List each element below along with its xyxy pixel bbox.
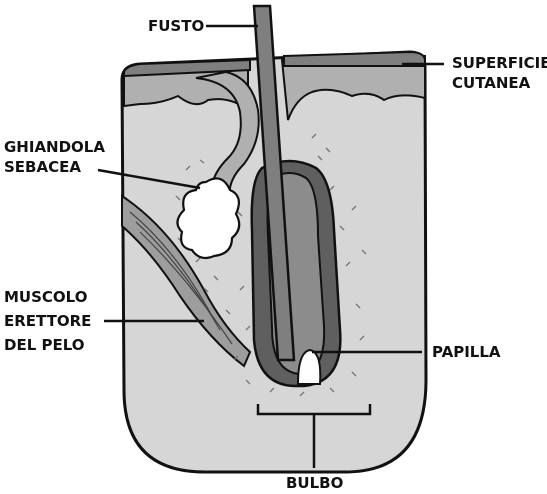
label-fusto: FUSTO <box>148 17 204 35</box>
label-muscolo-line3: DEL PELO <box>4 336 85 354</box>
label-muscolo-line2: ERETTORE <box>4 312 91 330</box>
label-ghiandola-sebacea-line1: GHIANDOLA <box>4 138 105 156</box>
label-bulbo: BULBO <box>286 474 343 492</box>
label-muscolo-line1: MUSCOLO <box>4 288 87 306</box>
label-papilla: PAPILLA <box>432 343 501 361</box>
label-ghiandola-sebacea-line2: SEBACEA <box>4 158 81 176</box>
label-superficie-cutanea-line2: CUTANEA <box>452 74 531 92</box>
label-superficie-cutanea-line1: SUPERFICIE <box>452 54 547 72</box>
